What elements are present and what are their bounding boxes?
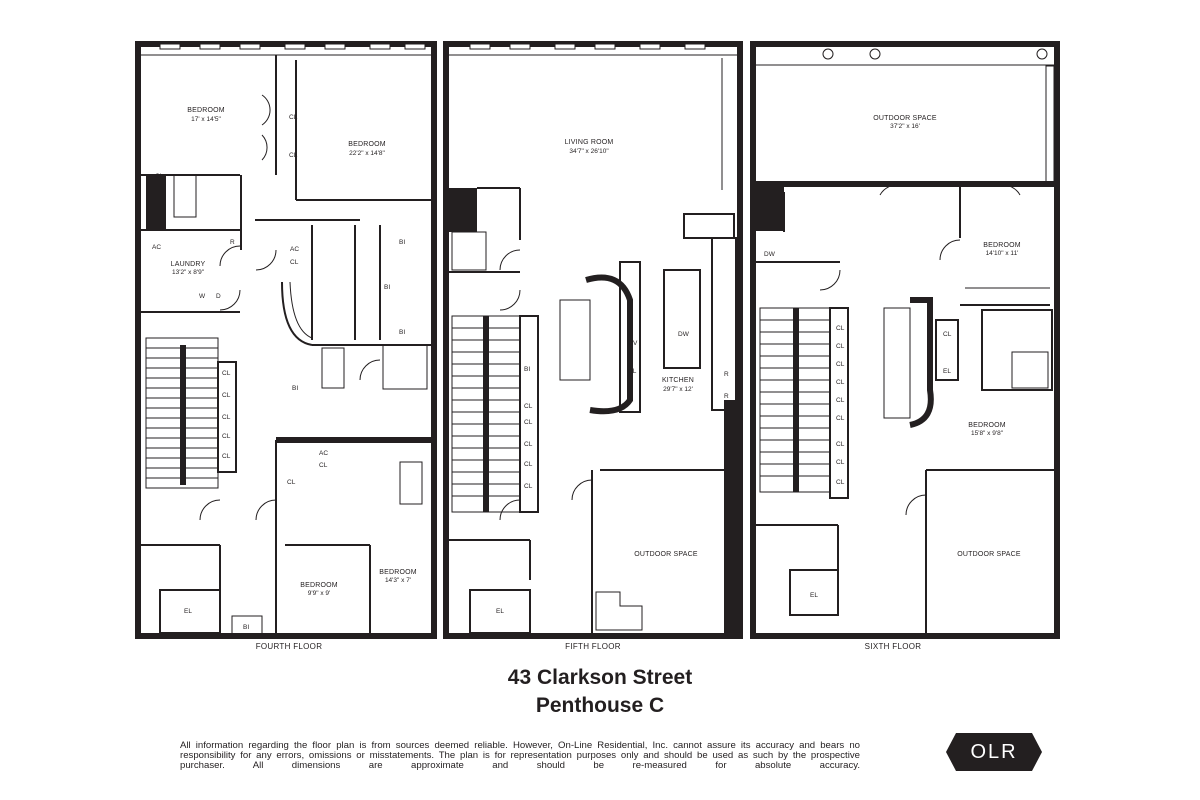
dishwasher-label: DW (764, 251, 776, 258)
room-name: KITCHEN (662, 377, 694, 384)
built-in-label: BI (399, 239, 405, 246)
bathtub-icon (399, 461, 423, 505)
olr-logo: OLR (946, 733, 1042, 771)
room-dimensions: 29'7" x 12' (663, 386, 693, 393)
room-name: OUTDOOR SPACE (957, 551, 1021, 558)
room-name: LAUNDRY (171, 261, 206, 268)
closet-label: CL (836, 415, 845, 422)
property-title: 43 Clarkson Street Penthouse C (0, 664, 1200, 720)
refrigerator-label: R (230, 239, 235, 246)
bathtub-icon (173, 174, 197, 218)
room-dimensions: 22'2" x 14'8" (349, 150, 385, 157)
room-dimensions: 14'10" x 11' (986, 250, 1019, 257)
closet-label: CL (222, 453, 231, 460)
closet-label: CL (836, 361, 845, 368)
sixth-floor-plan: DW CL CL CL CL CL CL CL CL CL CL EL EL O… (750, 41, 1060, 651)
closet-label: CL (289, 114, 298, 121)
closet-label: CL (524, 461, 533, 468)
room-name: BEDROOM (968, 422, 1006, 429)
logo-shape (946, 733, 1042, 771)
closet-label: CL (943, 331, 952, 338)
shower-icon (382, 344, 428, 390)
closet-label: CL (628, 368, 637, 375)
elevator-label: EL (810, 592, 818, 599)
closet-label: CL (836, 397, 845, 404)
room-dimensions: 14'3" x 7' (385, 577, 411, 584)
room-name: BEDROOM (379, 569, 417, 576)
closet-label: CL (222, 433, 231, 440)
floor-name: FOURTH FLOOR (256, 642, 323, 651)
fourth-floor-outer-wall (135, 41, 437, 639)
bathtub-icon (321, 347, 345, 389)
elevator-label: EL (184, 608, 192, 615)
room-dimensions: 37'2" x 16' (890, 123, 920, 130)
closet-label: CL (222, 392, 231, 399)
fourth-floor-plan: CL CL CL AC R W D AC CL BI BI BI CL CL C… (135, 41, 437, 651)
fifth-floor-plan: DW OV CL R R BI CL CL CL CL CL EL LIVING… (443, 41, 743, 651)
closet-label: CL (524, 483, 533, 490)
closet-label: CL (836, 379, 845, 386)
washer-label: W (199, 293, 206, 300)
dryer-label: D (216, 293, 221, 300)
closet-label: CL (836, 325, 845, 332)
room-name: LIVING ROOM (565, 139, 614, 146)
floor-name: SIXTH FLOOR (865, 642, 922, 651)
shower-icon (451, 231, 487, 271)
closet-label: CL (290, 259, 299, 266)
kitchen-island (663, 269, 701, 369)
closet-label: CL (836, 459, 845, 466)
room-dimensions: 17' x 14'5" (191, 116, 221, 123)
room-name: BEDROOM (348, 141, 386, 148)
closet-label: CL (524, 441, 533, 448)
fourth-floor-stairs (145, 337, 219, 489)
unit-name: Penthouse C (535, 694, 665, 717)
built-in-label: BI (524, 366, 530, 373)
room-name: OUTDOOR SPACE (873, 115, 937, 122)
refrigerator-label: R (724, 371, 729, 378)
ac-label: AC (152, 244, 161, 251)
room-dimensions: 15'8" x 9'8" (971, 430, 1004, 437)
fifth-floor-windows (469, 43, 706, 50)
logo-badge-icon (946, 733, 1042, 771)
disclaimer-text: All information regarding the floor plan… (180, 740, 860, 771)
closet-label: CL (155, 173, 164, 180)
room-name: BEDROOM (983, 242, 1021, 249)
closet-label: EL (943, 368, 951, 375)
room-dimensions: 13'2" x 8'9" (172, 269, 205, 276)
closet-label: CL (319, 462, 328, 469)
built-in-label: BI (243, 624, 249, 631)
dishwasher-label: DW (678, 331, 690, 338)
built-in-label: BI (399, 329, 405, 336)
closet-label: CL (289, 152, 298, 159)
refrigerator-label: R (724, 393, 729, 400)
floor-plans: CL CL CL AC R W D AC CL BI BI BI CL CL C… (135, 41, 1060, 651)
closet-label: CL (836, 343, 845, 350)
closet-label: CL (222, 370, 231, 377)
logo-text: OLR (970, 741, 1018, 763)
sixth-floor-outer-wall (750, 41, 1060, 639)
room-name: OUTDOOR SPACE (634, 551, 698, 558)
room-name: BEDROOM (187, 107, 225, 114)
shower-icon (1011, 351, 1049, 389)
fourth-floor-windows (159, 43, 426, 50)
ac-label: AC (319, 450, 328, 457)
closet-label: CL (524, 403, 533, 410)
room-dimensions: 9'9" x 9' (308, 590, 331, 597)
oven-label: OV (628, 340, 638, 347)
closet-label: CL (836, 441, 845, 448)
closet-label: CL (836, 479, 845, 486)
floor-name: FIFTH FLOOR (565, 642, 621, 651)
property-address: 43 Clarkson Street (507, 666, 693, 689)
closet-label: CL (222, 414, 231, 421)
ac-label: AC (290, 246, 299, 253)
room-dimensions: 34'7" x 26'10" (569, 148, 609, 155)
built-in-label: BI (292, 385, 298, 392)
built-in-label: BI (384, 284, 390, 291)
closet-label: CL (287, 479, 296, 486)
room-name: BEDROOM (300, 582, 338, 589)
closet-label: CL (524, 419, 533, 426)
elevator-label: EL (496, 608, 504, 615)
